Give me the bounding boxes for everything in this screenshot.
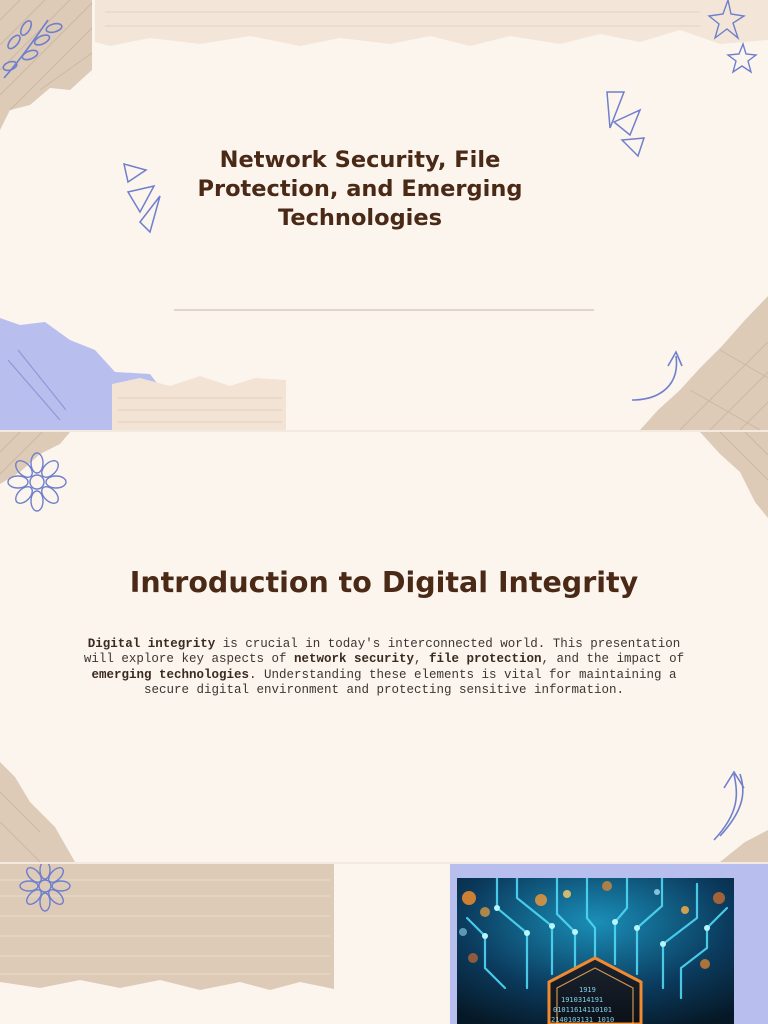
intro-paragraph: Digital integrity is crucial in today's … bbox=[83, 637, 685, 697]
emerging-technologies-term: emerging technologies bbox=[91, 667, 249, 682]
svg-text:01011614110101: 01011614110101 bbox=[553, 1006, 612, 1014]
svg-text:1910314191: 1910314191 bbox=[561, 996, 603, 1004]
section-heading: Introduction to Digital Integrity bbox=[129, 566, 639, 599]
network-security-term: network security bbox=[293, 652, 414, 667]
slide-separator bbox=[0, 862, 768, 864]
presentation-title: Network Security, File Protection, and E… bbox=[197, 147, 523, 231]
paper-collage-decoration bbox=[0, 864, 334, 990]
slide-3: 1919 1910314191 01011614110101 214010313… bbox=[0, 864, 768, 1024]
paper-collage-decoration bbox=[0, 432, 768, 862]
file-protection-term: file protection bbox=[429, 652, 542, 667]
digital-integrity-term: Digital integrity bbox=[87, 637, 216, 651]
slide-2: Introduction to Digital Integrity Digita… bbox=[0, 432, 768, 862]
title-underline bbox=[174, 309, 594, 311]
slide-separator bbox=[0, 430, 768, 432]
svg-text:2140103131 1010: 2140103131 1010 bbox=[551, 1016, 614, 1024]
svg-text:1919: 1919 bbox=[579, 986, 596, 994]
photo-frame: 1919 1910314191 01011614110101 214010313… bbox=[450, 864, 768, 1024]
slide-1: Network Security, File Protection, and E… bbox=[0, 0, 768, 430]
cyber-shield-circuit-image: 1919 1910314191 01011614110101 214010313… bbox=[457, 878, 734, 1024]
paper-collage-decoration bbox=[0, 0, 768, 430]
